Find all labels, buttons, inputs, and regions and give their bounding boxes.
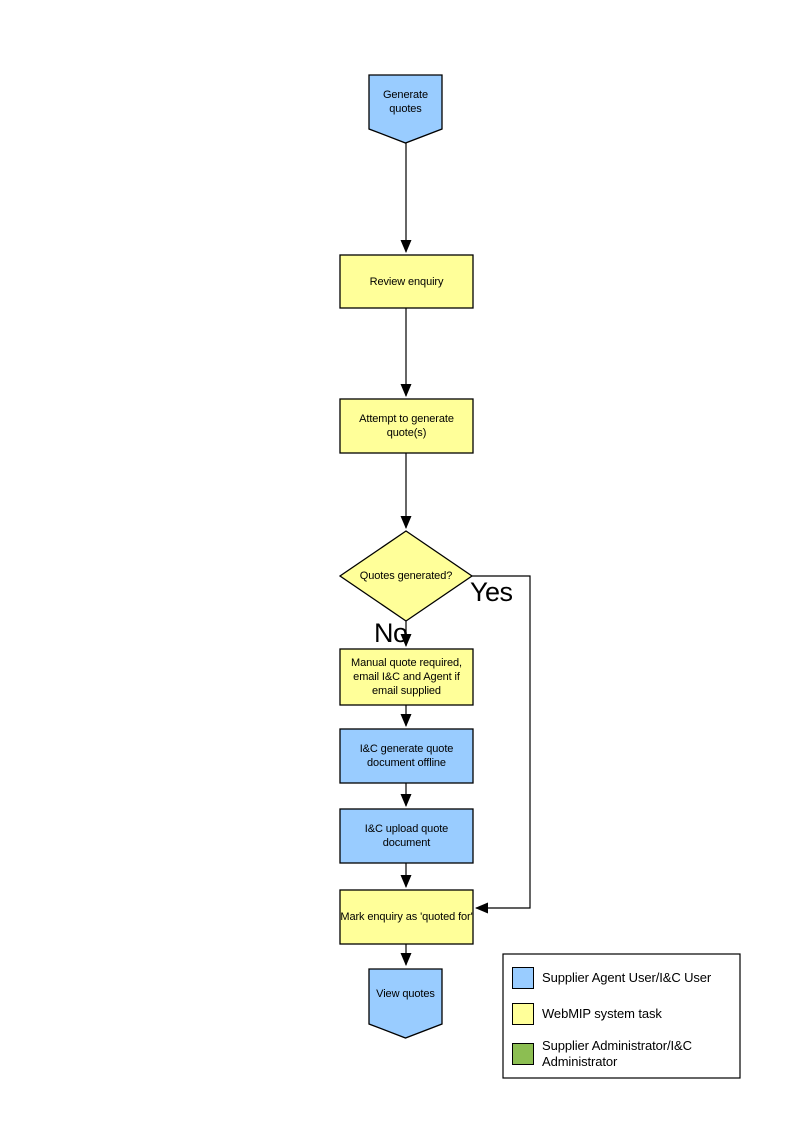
blue-swatch-icon bbox=[512, 967, 534, 989]
no-branch-label: No bbox=[374, 618, 408, 648]
manual-node-shape bbox=[339, 648, 474, 706]
decision-node-label: Quotes generated? bbox=[359, 570, 453, 582]
start-node-shape bbox=[368, 74, 443, 144]
legend: Supplier Agent User/I&C User WebMIP syst… bbox=[503, 954, 740, 1078]
legend-item-label: WebMIP system task bbox=[542, 1006, 662, 1022]
legend-item-label: Supplier Administrator/I&C Administrator bbox=[542, 1038, 692, 1069]
legend-item-supplier-administrator: Supplier Administrator/I&C Administrator bbox=[512, 1038, 740, 1069]
legend-item-supplier-agent-user: Supplier Agent User/I&C User bbox=[512, 967, 740, 989]
connector-yes-branch bbox=[472, 575, 531, 914]
review-node-shape bbox=[339, 254, 474, 309]
offline-node-label: I&C generate quote document offline bbox=[359, 743, 454, 769]
legend-frame bbox=[502, 953, 741, 1079]
green-swatch-icon bbox=[512, 1042, 534, 1065]
mark-node-shape bbox=[339, 889, 474, 945]
legend-item-label: Supplier Agent User/I&C User bbox=[542, 970, 712, 986]
yes-branch-label: Yes bbox=[470, 577, 513, 607]
decision-diamond-shape bbox=[338, 530, 474, 622]
yellow-swatch-icon bbox=[512, 1003, 534, 1025]
offline-node-shape bbox=[339, 728, 474, 784]
mark-node-label: Mark enquiry as 'quoted for' bbox=[340, 911, 473, 923]
upload-node-shape bbox=[339, 808, 474, 864]
start-node-label: Generate quotes bbox=[382, 89, 429, 115]
upload-node-label: I&C upload quote document bbox=[364, 823, 449, 849]
attempt-node-label: Attempt to generate quote(s) bbox=[359, 413, 454, 439]
legend-item-webmip-system-task: WebMIP system task bbox=[512, 1003, 740, 1025]
manual-node-label: Manual quote required, email I&C and Age… bbox=[351, 657, 462, 697]
end-node-shape bbox=[368, 968, 443, 1039]
end-node-label: View quotes bbox=[376, 988, 435, 1000]
review-node-label: Review enquiry bbox=[369, 275, 444, 288]
attempt-node-shape bbox=[339, 398, 474, 454]
